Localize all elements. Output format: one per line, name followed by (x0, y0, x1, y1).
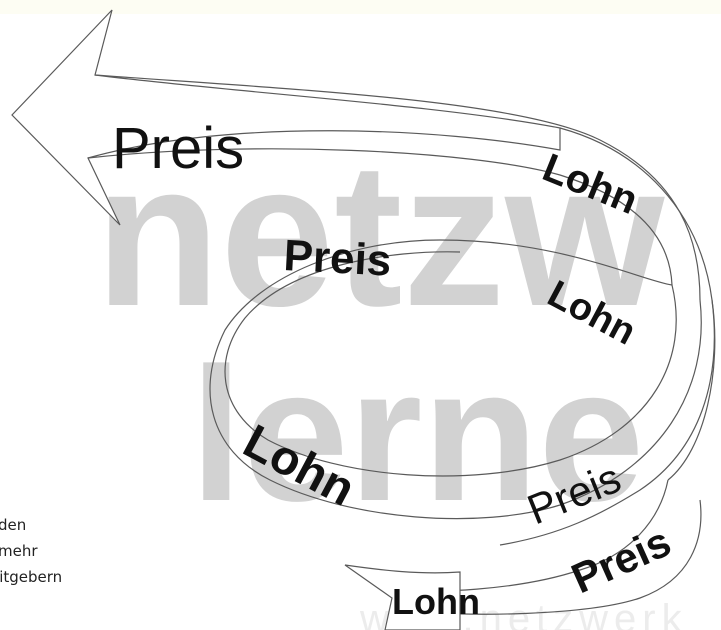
side-text-line-3: eitgebern (0, 568, 62, 586)
label-lohn-bottom: Lohn (392, 581, 480, 622)
side-text-line-2: mehr (0, 542, 38, 560)
label-preis-top: Preis (112, 116, 244, 181)
label-preis-mid: Preis (282, 231, 392, 286)
side-text-line-1: den (0, 516, 26, 534)
